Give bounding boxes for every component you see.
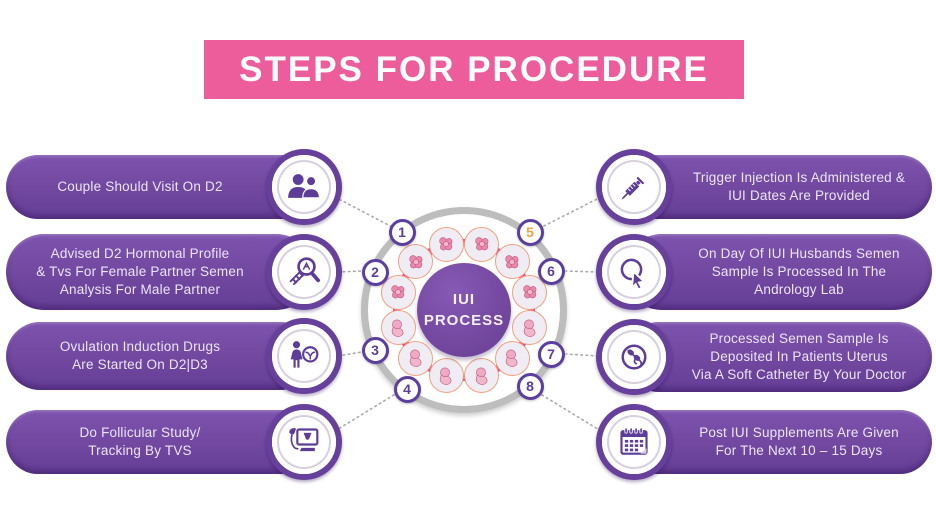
wheel-number-2: 2: [361, 258, 389, 286]
icon-ring: [602, 240, 666, 304]
embryo-stage-icon: [380, 274, 416, 310]
step-6-text: On Day Of IUI Husbands Semen Sample Is P…: [698, 245, 900, 298]
icon-ring: [272, 155, 336, 219]
wheel-number-7: 7: [537, 340, 565, 368]
embryo-stage-icon: [428, 226, 464, 262]
step-3: Ovulation Induction Drugs Are Started On…: [6, 318, 342, 394]
step-7-pill: Processed Semen Sample Is Deposited In P…: [624, 322, 932, 392]
wheel-number-5: 5: [516, 218, 544, 246]
icon-ring: [602, 410, 666, 474]
syringe-icon: [596, 149, 672, 225]
step-8-text: Post IUI Supplements Are Given For The N…: [699, 424, 899, 458]
wheel-number-6: 6: [537, 257, 565, 285]
title-banner: STEPS FOR PROCEDURE: [204, 40, 744, 99]
embryo-stage-icon: [428, 358, 464, 394]
step-1-pill: Couple Should Visit On D2: [6, 155, 314, 219]
icon-ring: [272, 240, 336, 304]
search-dna-icon: [266, 234, 342, 310]
wheel-number-3: 3: [361, 336, 389, 364]
step-4-pill: Do Follicular Study/ Tracking By TVS: [6, 410, 314, 474]
step-2-text: Advised D2 Hormonal Profile & Tvs For Fe…: [36, 245, 244, 298]
icon-ring: [602, 155, 666, 219]
step-3-pill: Ovulation Induction Drugs Are Started On…: [6, 322, 314, 390]
icon-ring: [272, 410, 336, 474]
embryo-stage-icon: [512, 274, 548, 310]
step-4: Do Follicular Study/ Tracking By TVS: [6, 404, 342, 480]
step-2: Advised D2 Hormonal Profile & Tvs For Fe…: [6, 234, 342, 310]
step-8-pill: Post IUI Supplements Are Given For The N…: [624, 410, 932, 474]
calendar-icon: [596, 404, 672, 480]
cursor-click-icon: [596, 234, 672, 310]
step-1-text: Couple Should Visit On D2: [57, 178, 223, 194]
wheel-number-8: 8: [516, 372, 544, 400]
hub-label-line2: PROCESS: [423, 312, 505, 329]
step-2-pill: Advised D2 Hormonal Profile & Tvs For Fe…: [6, 234, 314, 310]
step-8: Post IUI Supplements Are Given For The N…: [596, 404, 932, 480]
hub-label-line1: IUI: [452, 291, 476, 308]
female-ovulation-icon: [266, 318, 342, 394]
step-5-pill: Trigger Injection Is Administered & IUI …: [624, 155, 932, 219]
step-7: Processed Semen Sample Is Deposited In P…: [596, 319, 932, 395]
wheel-number-4: 4: [393, 375, 421, 403]
embryo-stage-icon: [464, 358, 500, 394]
process-wheel-pink-ring: [393, 239, 535, 381]
step-5: Trigger Injection Is Administered & IUI …: [596, 149, 932, 225]
icon-ring: [602, 325, 666, 389]
couple-icon: [266, 149, 342, 225]
embryo-stage-icon: [494, 244, 530, 280]
step-3-text: Ovulation Induction Drugs Are Started On…: [59, 338, 221, 372]
embryo-stage-icon: [494, 340, 530, 376]
embryo-stage-icon: [380, 310, 416, 346]
embryo-stage-icon: [464, 226, 500, 262]
step-6-pill: On Day Of IUI Husbands Semen Sample Is P…: [624, 234, 932, 310]
iui-process-hub: IUI PROCESS: [417, 263, 511, 357]
page-title: STEPS FOR PROCEDURE: [239, 49, 709, 89]
icon-ring: [272, 324, 336, 388]
step-1: Couple Should Visit On D2: [6, 149, 342, 225]
embryo-stage-icon: [398, 340, 434, 376]
wheel-number-1: 1: [388, 218, 416, 246]
step-6: On Day Of IUI Husbands Semen Sample Is P…: [596, 234, 932, 310]
step-5-text: Trigger Injection Is Administered & IUI …: [692, 169, 906, 203]
sperm-icon: [596, 319, 672, 395]
embryo-stage-icon: [512, 310, 548, 346]
step-4-text: Do Follicular Study/ Tracking By TVS: [79, 424, 201, 458]
ultrasound-icon: [266, 404, 342, 480]
embryo-stage-icon: [398, 244, 434, 280]
step-7-text: Processed Semen Sample Is Deposited In P…: [691, 330, 907, 383]
